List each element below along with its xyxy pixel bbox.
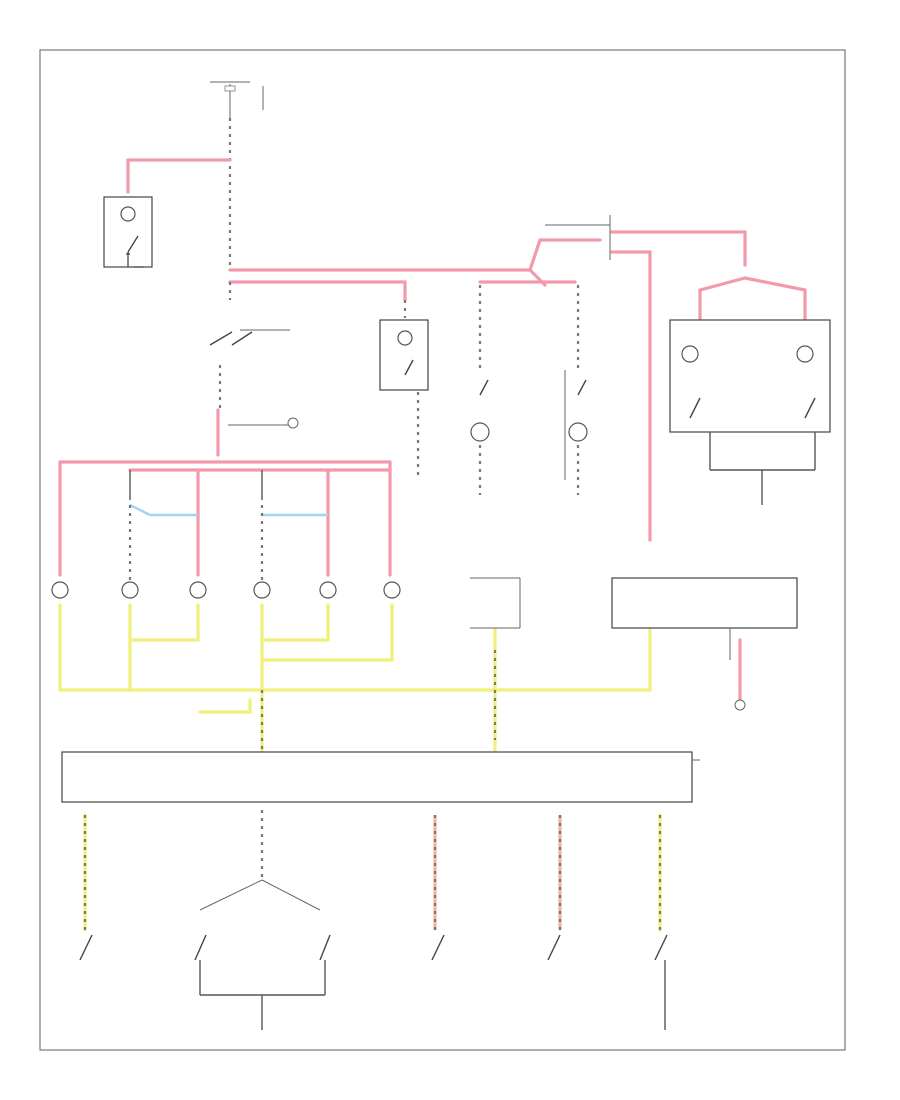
interior-bulb-row [51,581,401,599]
overhead-console-connector [545,215,807,542]
bulb-1-icon [51,581,69,599]
power-source-group [126,81,264,270]
yellow-return-wiring [58,603,652,752]
interior-lamp-harness [58,460,392,580]
bcm-output-wires [83,810,662,932]
glove-box-bulb-icon [397,330,413,346]
cargo-bulb-right-icon [568,422,588,442]
bulb-4-icon [253,581,271,599]
reading-bulb-right-icon [796,345,814,363]
headlamp-switch-group [209,282,299,457]
diagram-frame [39,49,846,1051]
mid-module-boxes [470,577,798,711]
glove-box-lamp-box [379,319,429,480]
courtesy-lamp-box [103,196,153,268]
cargo-lamps-group [470,370,588,495]
reading-bulb-left-icon [681,345,699,363]
door-switches-group [79,934,668,1030]
body-control-module [61,751,700,803]
courtesy-bulb-icon [120,206,136,222]
bulb-5-icon [319,581,337,599]
main-red-bus [228,238,602,370]
bulb-3-icon [189,581,207,599]
reading-lamps-box [669,319,831,505]
bulb-6-icon [383,581,401,599]
bulb-2-icon [121,581,139,599]
cargo-bulb-left-icon [470,422,490,442]
